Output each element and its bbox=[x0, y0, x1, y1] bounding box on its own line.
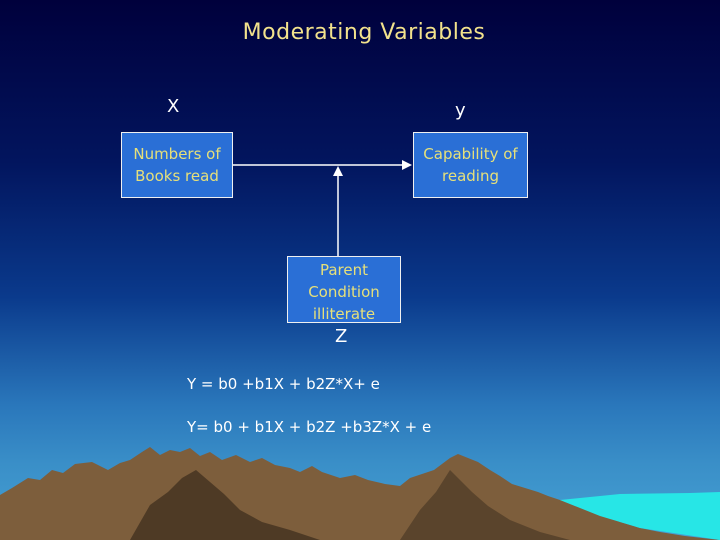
equation-1: Y = b0 +b1X + b2Z*X+ e bbox=[187, 375, 380, 393]
mountain-range bbox=[0, 447, 720, 540]
equation-2: Y= b0 + b1X + b2Z +b3Z*X + e bbox=[187, 418, 431, 436]
